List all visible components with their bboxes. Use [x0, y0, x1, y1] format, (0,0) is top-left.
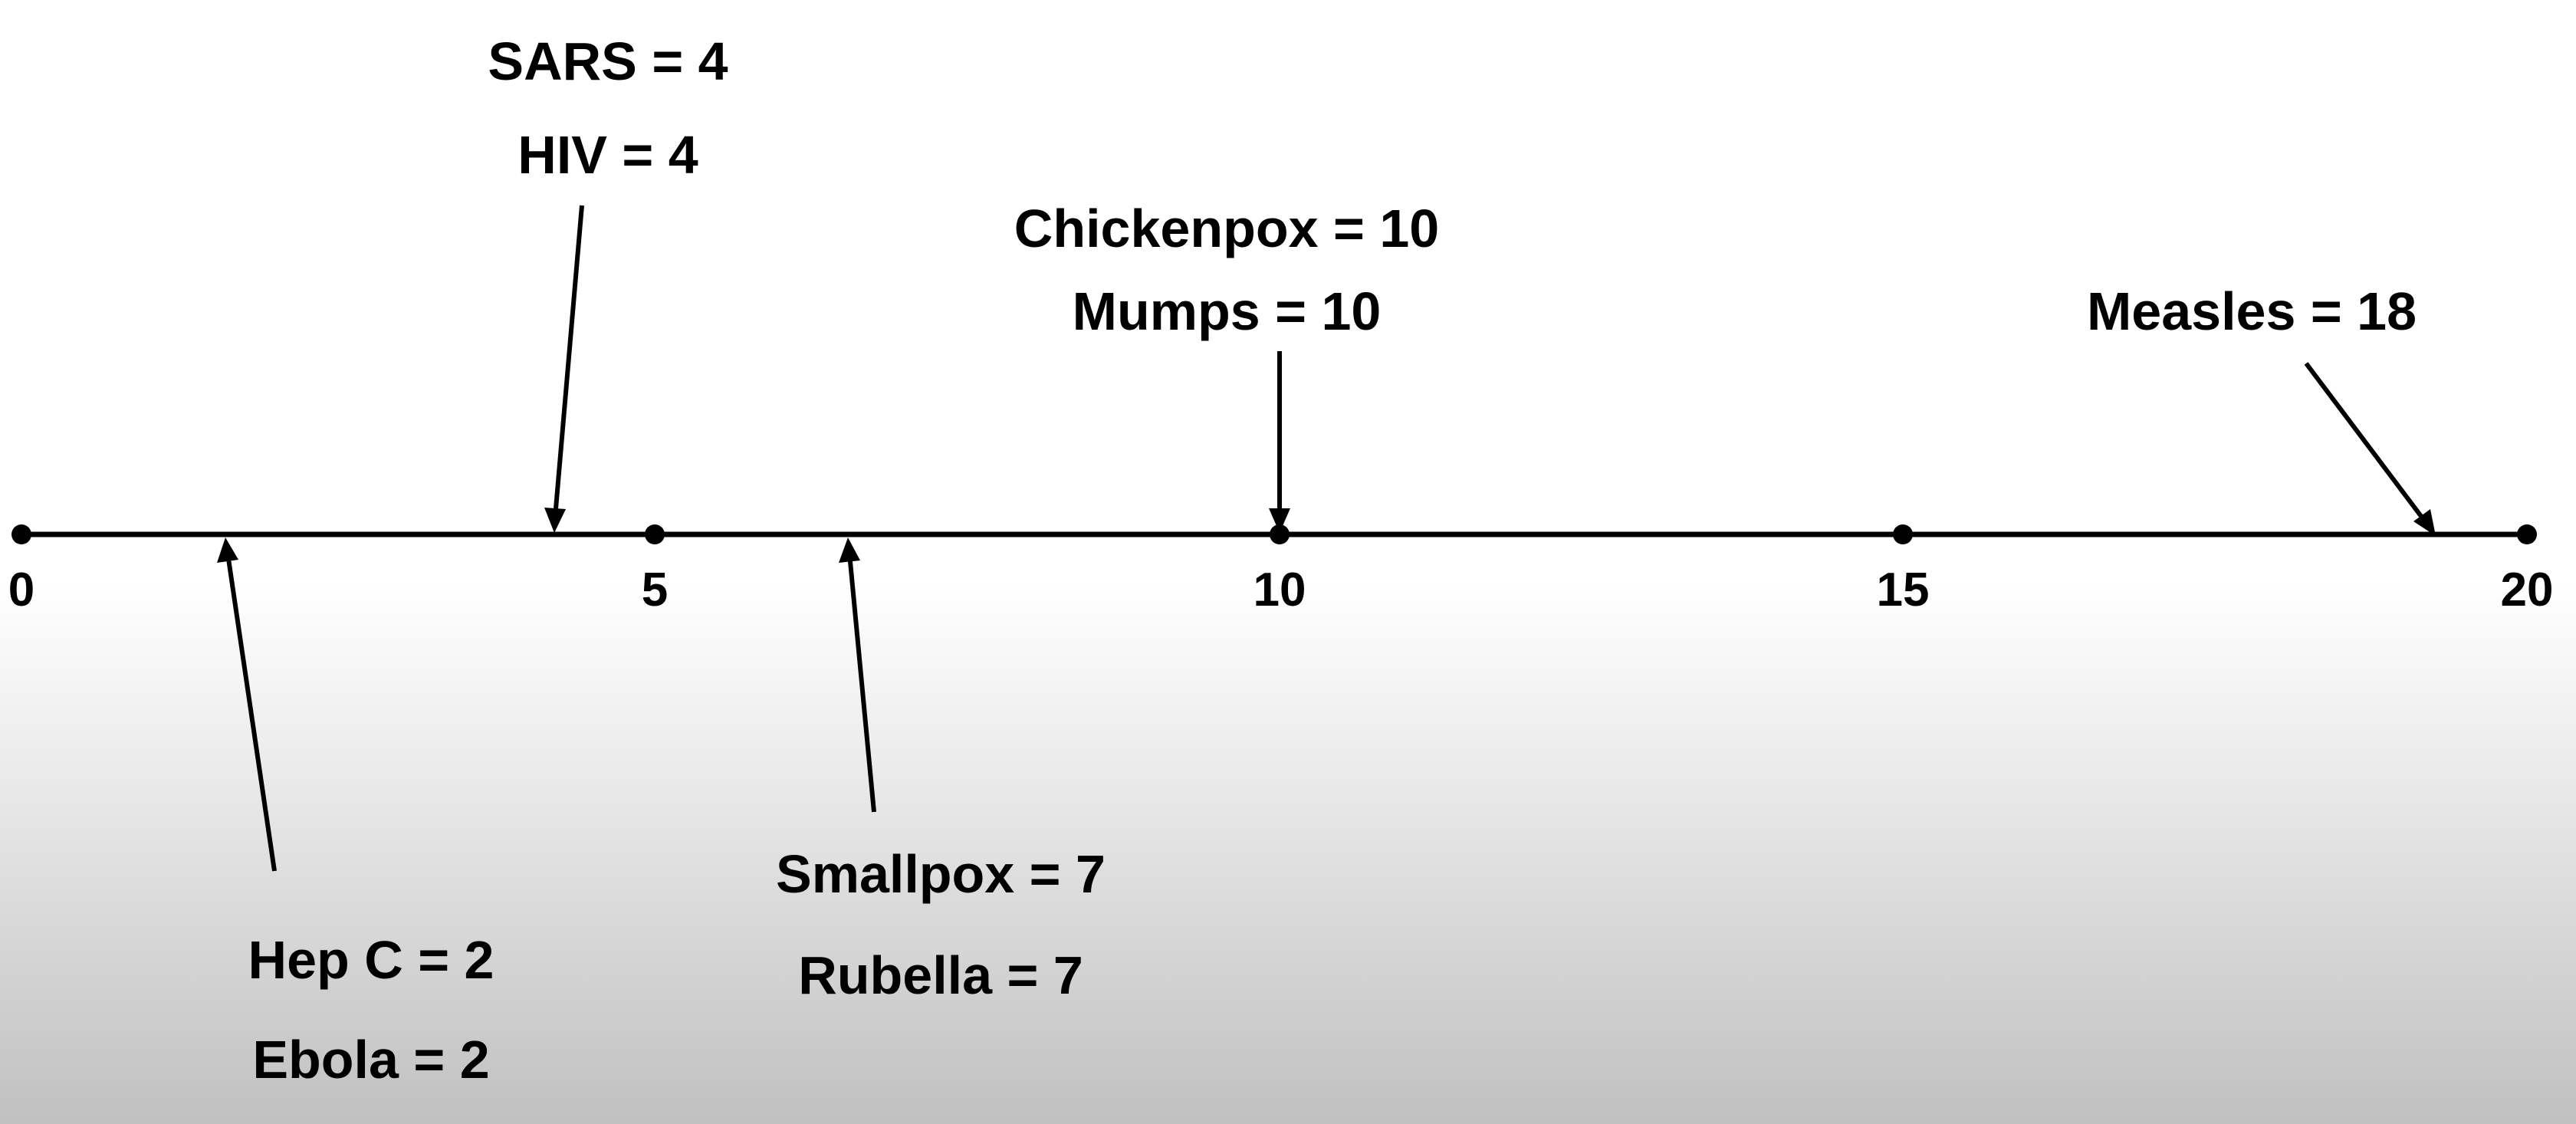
annotation-mumps: Mumps = 10	[1073, 281, 1382, 341]
arrowhead-measles	[2413, 509, 2436, 536]
arrowhead-sars-hiv	[544, 508, 566, 533]
annotation-measles: Measles = 18	[2087, 281, 2417, 341]
tick-label-0: 0	[8, 564, 34, 616]
annotation-ebola: Ebola = 2	[252, 1030, 489, 1089]
tick-label-10: 10	[1254, 564, 1306, 616]
arrowhead-hepc-ebola	[217, 537, 238, 563]
arrowhead-smallpox-rubella	[839, 537, 860, 563]
annotation-chickenpox: Chickenpox = 10	[1014, 199, 1439, 258]
tick-dot-15	[1893, 524, 1913, 544]
tick-dot-10	[1270, 524, 1290, 544]
annotation-hepc: Hep C = 2	[248, 930, 495, 990]
annotation-smallpox: Smallpox = 7	[776, 844, 1106, 904]
tick-label-20: 20	[2501, 564, 2554, 616]
tick-dot-5	[645, 524, 665, 544]
tick-label-15: 15	[1877, 564, 1930, 616]
annotation-hiv: HIV = 4	[518, 125, 698, 185]
tick-dot-20	[2517, 524, 2537, 544]
arrow-sars-hiv	[553, 205, 584, 518]
tick-dot-0	[12, 524, 31, 544]
arrow-hepc-ebola	[225, 553, 277, 872]
arrowhead-chickenpox-mumps	[1269, 508, 1290, 533]
annotation-rubella: Rubella = 7	[798, 945, 1083, 1005]
arrow-smallpox-rubella	[847, 553, 876, 813]
tick-label-5: 5	[642, 564, 668, 616]
annotation-sars: SARS = 4	[488, 31, 728, 91]
arrow-measles	[2304, 362, 2427, 523]
